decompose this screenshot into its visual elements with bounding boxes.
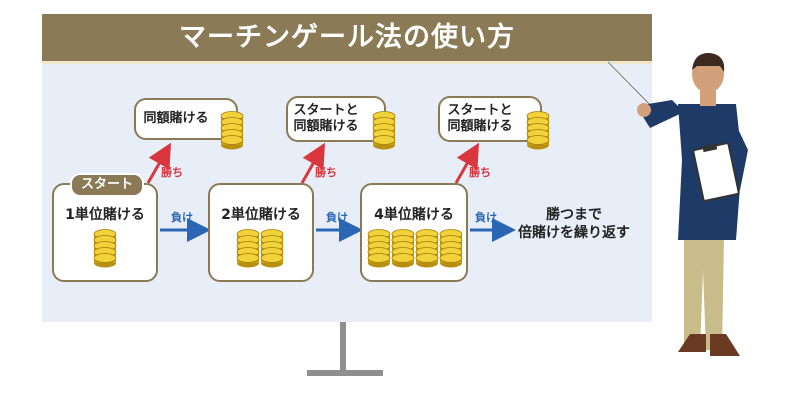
start-tag: スタート <box>70 173 144 197</box>
win-arrow-1 <box>146 142 171 184</box>
lose-label-2: 負け <box>326 211 348 224</box>
win-bubble-1-line1: 同額賭ける <box>143 111 209 126</box>
win-bubble-2-line2: 同額賭ける <box>293 119 359 134</box>
step-1-label: 1単位賭ける <box>65 207 145 223</box>
step-3-label: 4単位賭ける <box>374 207 454 223</box>
win-label-2: 勝ち <box>315 166 337 179</box>
win-bubble-2-line1: スタートと <box>293 103 359 118</box>
final-instruction: 勝つまで 倍賭けを繰り返す <box>506 206 642 242</box>
win-arrow-3 <box>454 142 479 184</box>
final-line-1: 勝つまで <box>546 207 602 223</box>
win-label-1: 勝ち <box>161 166 183 179</box>
win-arrow-2 <box>300 142 325 184</box>
board-stand-base <box>307 370 383 376</box>
final-line-2: 倍賭けを繰り返す <box>518 225 630 241</box>
win-bubble-1: 同額賭ける <box>134 98 238 140</box>
lose-label-1: 負け <box>171 211 193 224</box>
title-bar: マーチンゲール法の使い方 <box>42 14 652 64</box>
lose-label-3: 負け <box>475 211 497 224</box>
win-bubble-2: スタートと 同額賭ける <box>286 96 386 142</box>
win-bubble-3-line1: スタートと <box>447 103 513 118</box>
step-box-2: 2単位賭ける <box>208 183 314 282</box>
win-bubble-3-line2: 同額賭ける <box>447 119 513 134</box>
win-label-3: 勝ち <box>469 166 491 179</box>
win-bubble-3: スタートと 同額賭ける <box>438 96 542 142</box>
page-title: マーチンゲール法の使い方 <box>179 22 515 53</box>
board-stand-pole <box>340 322 346 372</box>
step-2-label: 2単位賭ける <box>221 207 301 223</box>
